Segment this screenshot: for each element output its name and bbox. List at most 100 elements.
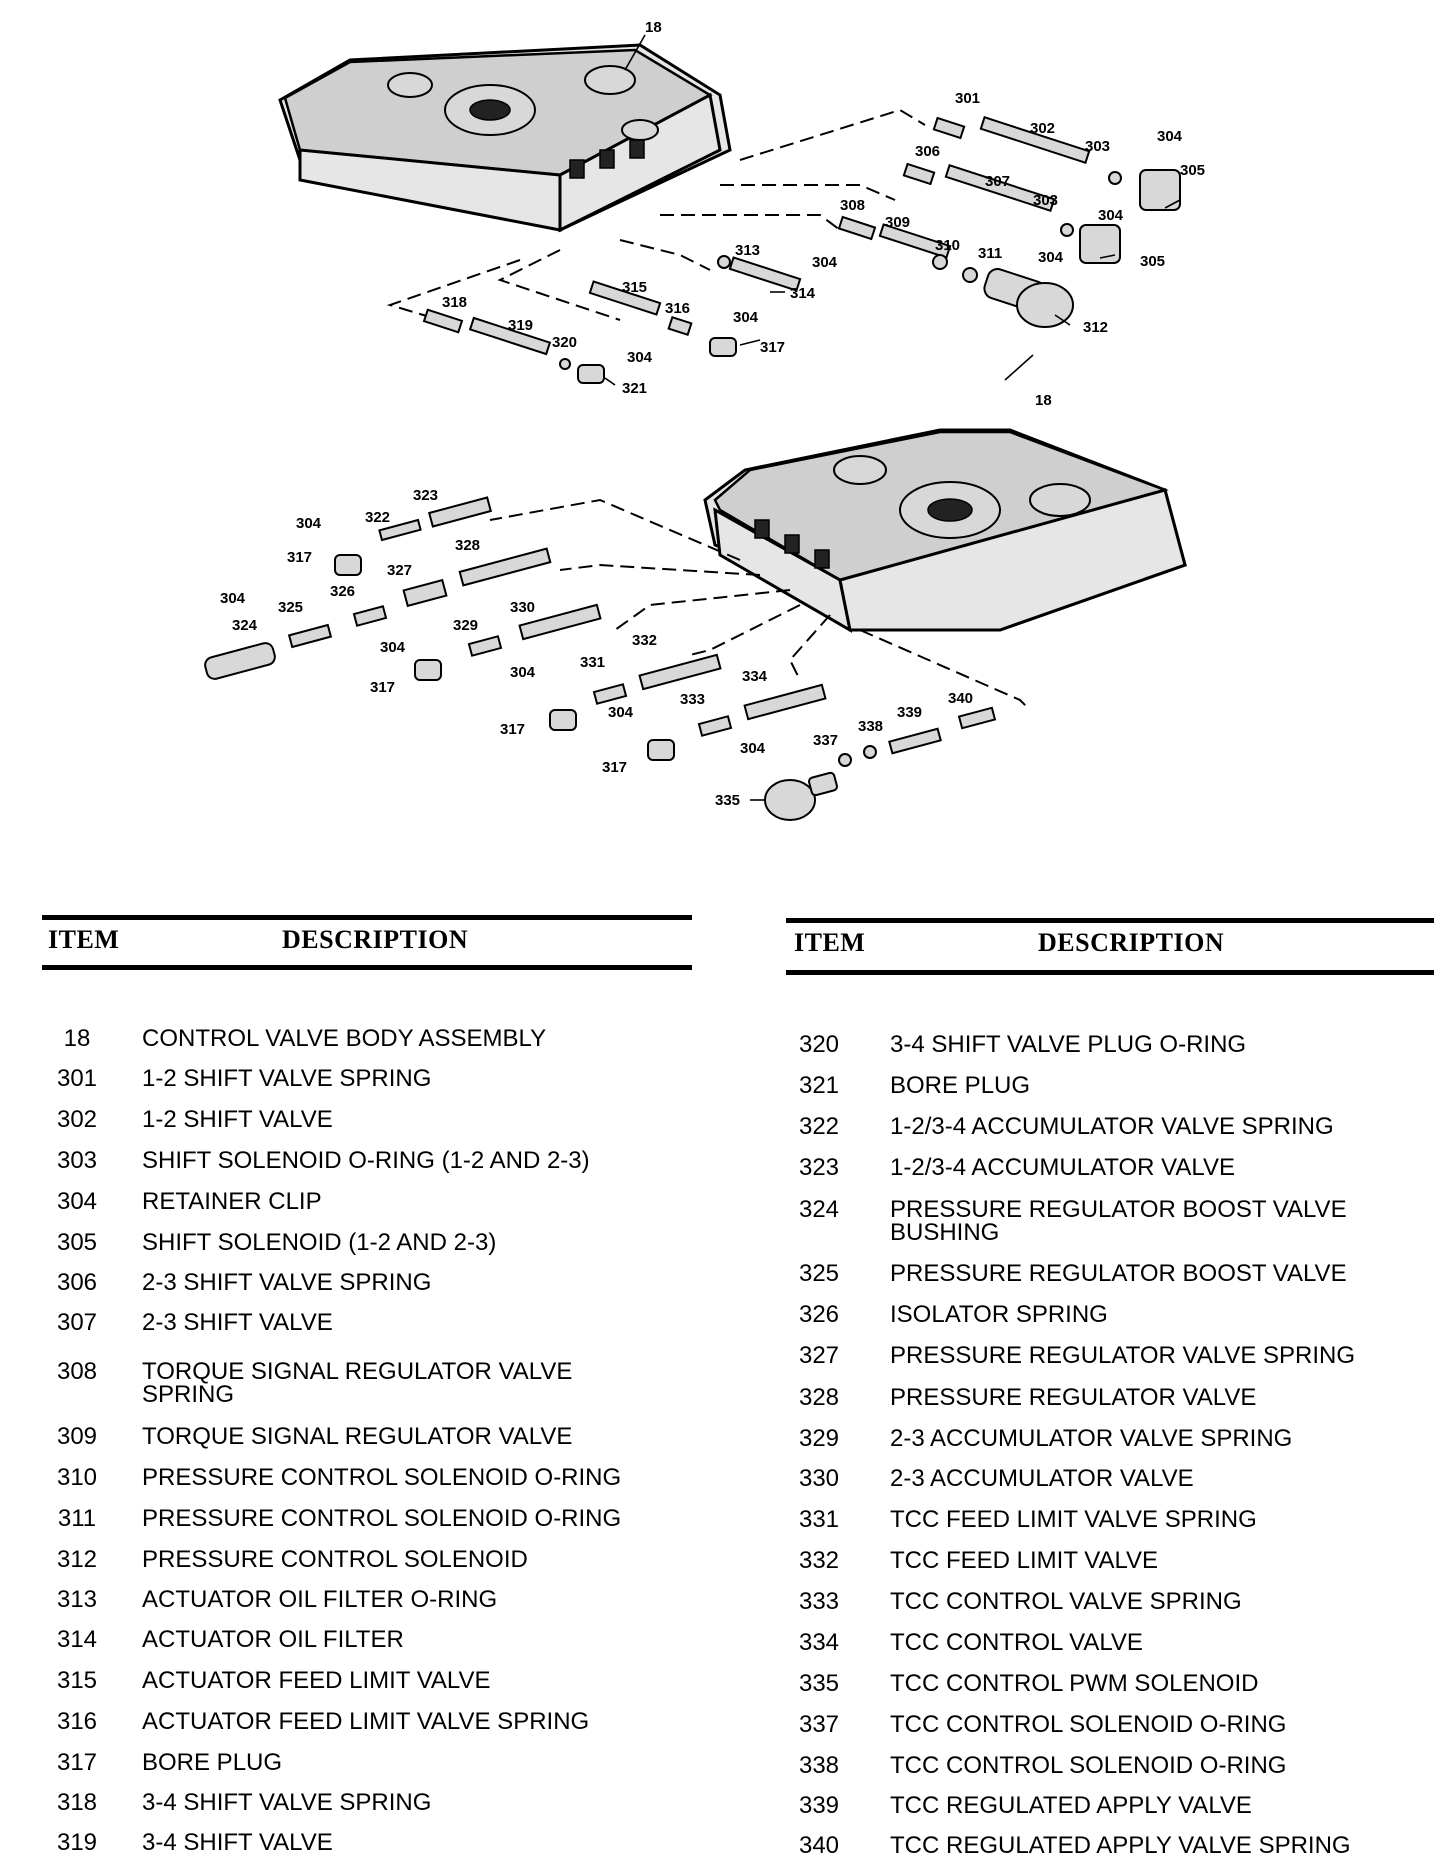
callout-311: 311 bbox=[978, 245, 1002, 262]
callout-334: 334 bbox=[742, 668, 768, 685]
callout-312: 312 bbox=[1083, 319, 1108, 336]
callout-317-322: 317 bbox=[287, 549, 312, 566]
callout-306: 306 bbox=[915, 143, 940, 160]
legend-item-description: CONTROL VALVE BODY ASSEMBLY bbox=[142, 1025, 547, 1052]
legend-item-number: 327 bbox=[798, 1342, 840, 1369]
legend-item-number: 317 bbox=[56, 1749, 98, 1776]
callout-labels: 18 301 302 303 304 305 306 307 303 304 3… bbox=[220, 19, 1205, 809]
callout-324: 324 bbox=[232, 617, 258, 634]
callout-317-333: 317 bbox=[602, 759, 627, 776]
lower-valve-body bbox=[703, 428, 1187, 633]
legend-item-description: TCC REGULATED APPLY VALVE bbox=[890, 1792, 1252, 1819]
callout-338: 338 bbox=[858, 718, 883, 735]
legend-item-number: 311 bbox=[57, 1505, 97, 1532]
upper-valve-trains bbox=[422, 116, 1181, 384]
callout-303-upper: 303 bbox=[1085, 138, 1110, 155]
callout-304-335: 304 bbox=[740, 740, 766, 757]
callout-304-316: 304 bbox=[733, 309, 759, 326]
legend-item-description: PRESSURE REGULATOR BOOST VALVE bbox=[890, 1260, 1347, 1287]
callout-303-lower: 303 bbox=[1033, 192, 1058, 209]
legend-item-number: 322 bbox=[798, 1113, 840, 1140]
legend-item-description: TCC CONTROL VALVE bbox=[890, 1629, 1143, 1656]
legend-item-description: TCC FEED LIMIT VALVE bbox=[890, 1547, 1159, 1574]
legend-item-description: 3-4 SHIFT VALVE bbox=[142, 1829, 333, 1856]
legend-item-number: 314 bbox=[56, 1626, 98, 1653]
legend-item-description: PRESSURE CONTROL SOLENOID O-RING bbox=[142, 1505, 622, 1532]
exploded-view-diagram: 18 301 302 303 304 305 306 307 303 304 3… bbox=[204, 19, 1205, 821]
callout-301: 301 bbox=[955, 90, 980, 107]
callout-304-331: 304 bbox=[510, 664, 536, 681]
legend-item-number: 324 bbox=[798, 1196, 840, 1223]
legend-item-description: TORQUE SIGNAL REGULATOR VALVE bbox=[142, 1423, 573, 1450]
legend-item-number: 316 bbox=[56, 1708, 98, 1735]
callout-304-322: 304 bbox=[296, 515, 322, 532]
upper-valve-body bbox=[278, 43, 732, 233]
callout-327: 327 bbox=[387, 562, 412, 579]
callout-319: 319 bbox=[508, 317, 533, 334]
callout-320: 320 bbox=[552, 334, 577, 351]
legend-rule-header bbox=[786, 970, 1434, 975]
legend-description-header: DESCRIPTION bbox=[1038, 928, 1225, 957]
callout-317-331: 317 bbox=[500, 721, 525, 738]
legend-rule-header bbox=[42, 965, 692, 970]
legend-item-number: 321 bbox=[798, 1072, 840, 1099]
legend-description-header: DESCRIPTION bbox=[282, 925, 469, 954]
callout-314: 314 bbox=[790, 285, 816, 302]
legend-item-number: 315 bbox=[56, 1667, 98, 1694]
legend-item-description: SHIFT SOLENOID O-RING (1-2 AND 2-3) bbox=[142, 1147, 590, 1174]
legend-item-number: 339 bbox=[798, 1792, 840, 1819]
callout-18-upper: 18 bbox=[645, 19, 662, 36]
callout-339: 339 bbox=[897, 704, 922, 721]
legend-item-description: 2-3 ACCUMULATOR VALVE SPRING bbox=[890, 1425, 1293, 1452]
callout-330: 330 bbox=[510, 599, 535, 616]
legend-item-number: 320 bbox=[798, 1031, 840, 1058]
callout-309: 309 bbox=[885, 214, 910, 231]
legend-item-description: 3-4 SHIFT VALVE SPRING bbox=[142, 1789, 432, 1816]
legend-item-description: TCC CONTROL SOLENOID O-RING bbox=[890, 1752, 1287, 1779]
legend-item-description: TCC CONTROL SOLENOID O-RING bbox=[890, 1711, 1287, 1738]
legend-item-description: 1-2/3-4 ACCUMULATOR VALVE bbox=[890, 1154, 1235, 1181]
legend-item-description: TCC REGULATED APPLY VALVE SPRING bbox=[890, 1832, 1351, 1859]
legend-item-number: 319 bbox=[56, 1829, 98, 1856]
callout-308: 308 bbox=[840, 197, 865, 214]
legend-item-number: 306 bbox=[56, 1269, 98, 1296]
legend-item-description: TORQUE SIGNAL REGULATOR VALVE bbox=[142, 1358, 573, 1385]
callout-333: 333 bbox=[680, 691, 705, 708]
legend-item-description: PRESSURE CONTROL SOLENOID O-RING bbox=[142, 1464, 622, 1491]
callout-317-upper: 317 bbox=[760, 339, 785, 356]
lower-valve-trains bbox=[204, 496, 997, 821]
callout-332: 332 bbox=[632, 632, 657, 649]
legend-item-number: 318 bbox=[56, 1789, 98, 1816]
callout-304-313: 304 bbox=[812, 254, 838, 271]
legend-item-description-continued: BUSHING bbox=[890, 1219, 1000, 1246]
legend-item-description: PRESSURE REGULATOR BOOST VALVE bbox=[890, 1196, 1347, 1223]
callout-304-324: 304 bbox=[220, 590, 246, 607]
legend-item-description: 1-2 SHIFT VALVE bbox=[142, 1106, 333, 1133]
legend-item-description: TCC CONTROL PWM SOLENOID bbox=[890, 1670, 1259, 1697]
legend-item-description: RETAINER CLIP bbox=[142, 1188, 322, 1215]
legend-item-number: 333 bbox=[798, 1588, 840, 1615]
legend-item-description: 3-4 SHIFT VALVE PLUG O-RING bbox=[890, 1031, 1247, 1058]
callout-305-lower: 305 bbox=[1140, 253, 1165, 270]
callout-317-329: 317 bbox=[370, 679, 395, 696]
callout-313: 313 bbox=[735, 242, 760, 259]
legend-item-number: 302 bbox=[56, 1106, 98, 1133]
callout-340: 340 bbox=[948, 690, 973, 707]
legend-item-number: 301 bbox=[56, 1065, 98, 1092]
callout-302: 302 bbox=[1030, 120, 1055, 137]
callout-315: 315 bbox=[622, 279, 647, 296]
legend-item-number: 312 bbox=[56, 1546, 98, 1573]
legend-item-number: 331 bbox=[798, 1506, 840, 1533]
callout-318: 318 bbox=[442, 294, 467, 311]
legend-item-number: 307 bbox=[56, 1309, 98, 1336]
legend-item-description: ACTUATOR FEED LIMIT VALVE SPRING bbox=[142, 1708, 590, 1735]
legend-item-description: SHIFT SOLENOID (1-2 AND 2-3) bbox=[142, 1229, 497, 1256]
legend-item-number: 313 bbox=[56, 1586, 98, 1613]
legend-item-description: 2-3 SHIFT VALVE SPRING bbox=[142, 1269, 432, 1296]
legend-item-number: 309 bbox=[56, 1423, 98, 1450]
callout-323: 323 bbox=[413, 487, 438, 504]
legend-item-number: 310 bbox=[56, 1464, 98, 1491]
legend-item-description: PRESSURE CONTROL SOLENOID bbox=[142, 1546, 528, 1573]
callout-316: 316 bbox=[665, 300, 690, 317]
legend-item-description: BORE PLUG bbox=[142, 1749, 283, 1776]
